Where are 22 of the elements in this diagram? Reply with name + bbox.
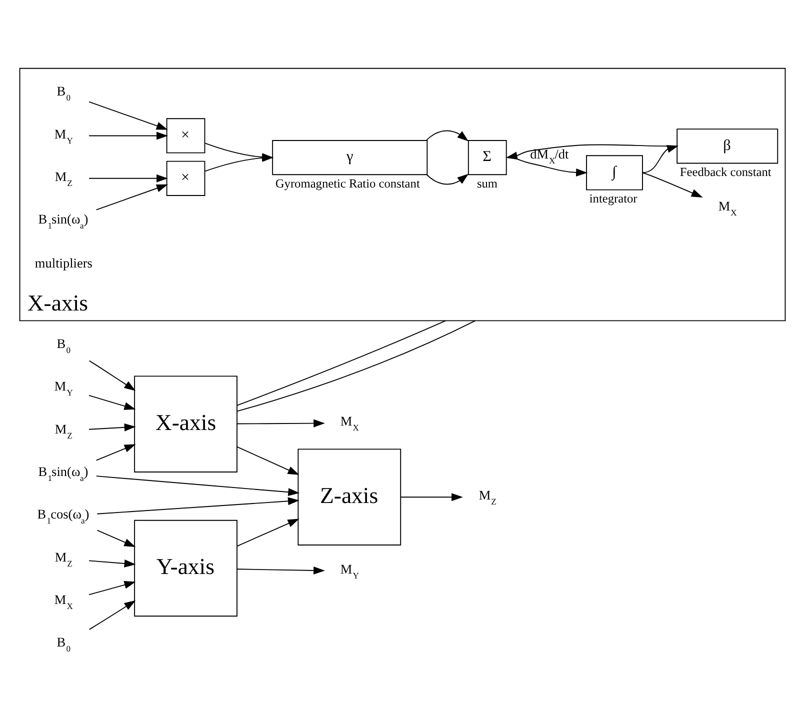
node-text: M$_{X}$: [54, 592, 73, 612]
node-text: M$_{Z}$: [54, 421, 72, 440]
node-label: integrator: [589, 192, 638, 206]
node-text: M$_{Y}$: [54, 126, 73, 146]
node-label: Gyromagnetic Ratio constant: [275, 176, 420, 190]
node-label: sum: [476, 176, 498, 190]
node-label: Feedback constant: [680, 164, 772, 179]
label: multipliers: [34, 255, 92, 270]
node-text: B$_{1}$sin(ω$_{a}$): [38, 212, 88, 231]
node-text: M$_{Y}$: [340, 562, 359, 581]
node-text: M$_{Z}$: [54, 549, 72, 568]
node-text: M$_{Z}$: [54, 168, 72, 188]
node-text: B$_{0}$: [56, 84, 71, 103]
node-text: B$_{0}$: [56, 336, 71, 355]
edge-label: dM$_{X}$/dt: [530, 146, 569, 166]
node-text: B$_{1}$cos(ω$_{a}$): [37, 506, 90, 526]
node-text: B$_{0}$: [56, 634, 71, 654]
node-text: B$_{1}$sin(ω$_{a}$): [38, 464, 88, 483]
node-text: M$_{X}$: [718, 198, 737, 218]
node-text: M$_{Y}$: [54, 378, 73, 398]
node-text: M$_{Z}$: [478, 488, 496, 507]
node-text: M$_{X}$: [340, 414, 359, 433]
